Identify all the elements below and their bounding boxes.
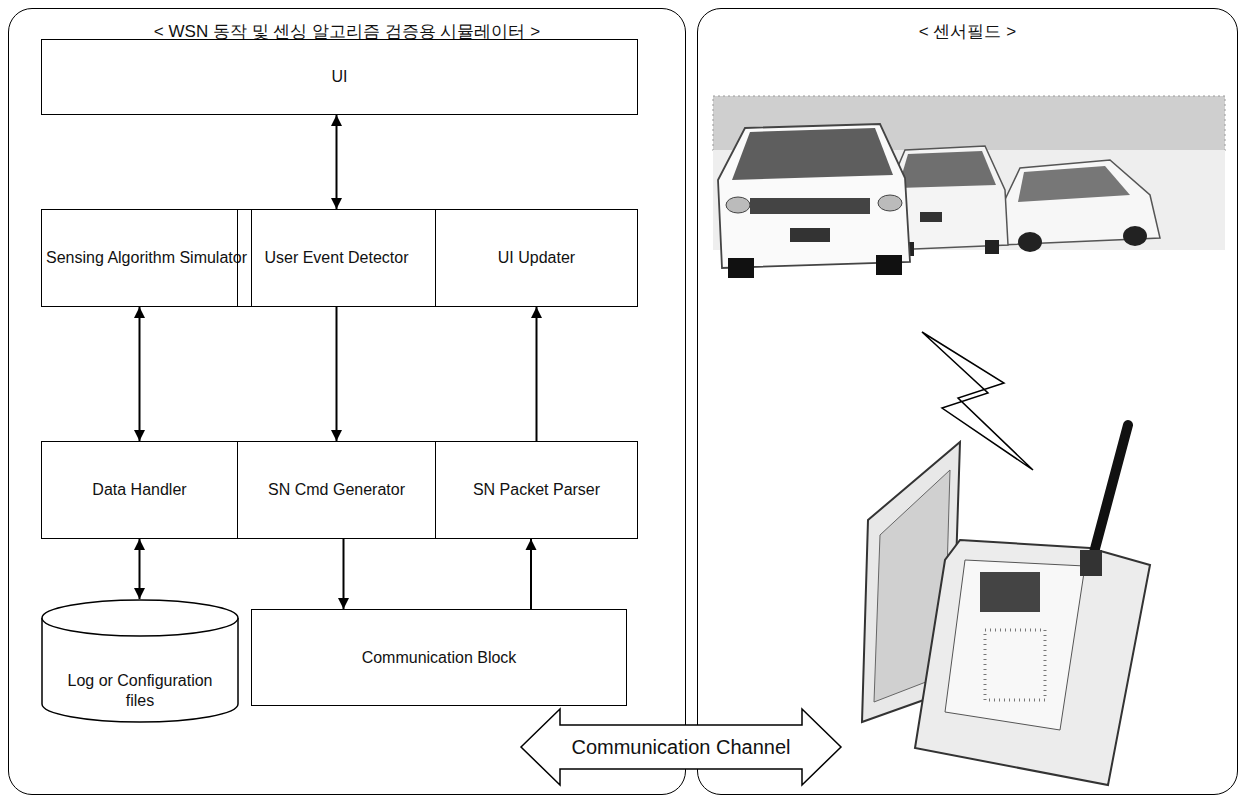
headlight <box>878 195 902 211</box>
sensor-field-panel: < 센서필드 > <box>697 8 1238 795</box>
module-box: SN Packet Parser <box>435 441 638 539</box>
node-label: UI Updater <box>498 248 575 268</box>
node-label: Data Handler <box>92 480 186 500</box>
simulator-panel: < WSN 동작 및 센싱 알고리즘 검증용 시뮬레이터 > UI Sensing … <box>8 8 686 795</box>
car-wheel <box>1123 226 1147 246</box>
enclosure-base <box>915 540 1150 785</box>
flow-arrow <box>536 307 538 441</box>
node-label: User Event Detector <box>264 248 408 268</box>
node-label: UI <box>332 67 348 87</box>
flow-arrow <box>139 539 141 599</box>
ui-box: UI <box>41 39 638 115</box>
node-label: SN Packet Parser <box>473 480 600 500</box>
module-box: Data Handler <box>41 441 238 539</box>
module-box: UI Updater <box>435 209 638 307</box>
node-label: SN Cmd Generator <box>268 480 405 500</box>
channel-double-arrow: Communication Channel <box>520 708 842 786</box>
module-box: User Event Detector <box>237 209 436 307</box>
flow-arrow <box>336 115 338 209</box>
grille <box>750 198 870 214</box>
communication-box: Communication Block <box>251 609 627 706</box>
sensor-node <box>862 425 1150 785</box>
module-box: SN Cmd Generator <box>237 441 436 539</box>
wireless-bolt <box>922 332 1033 470</box>
chip <box>980 572 1040 612</box>
prototype-grid <box>985 630 1045 700</box>
panel-title: < 센서필드 > <box>698 9 1237 42</box>
circuit-board <box>945 560 1085 730</box>
panel-title: < WSN 동작 및 센싱 알고리즘 검증용 시뮬레이터 > <box>9 9 685 42</box>
antenna <box>1092 425 1128 560</box>
headlight <box>726 197 750 213</box>
flow-arrow <box>336 307 338 441</box>
car-wheel <box>728 258 754 278</box>
module-box: Sensing Algorithm Simulator <box>41 209 252 307</box>
node-label: Communication Channel <box>571 735 790 760</box>
flow-arrow <box>530 539 532 609</box>
storage-cylinder: Log or Configuration files <box>41 599 239 737</box>
car-wheel <box>1018 232 1042 252</box>
node-label: Communication Block <box>362 648 517 668</box>
antenna-base <box>1080 550 1102 576</box>
car-wheel <box>876 255 902 275</box>
flow-arrow <box>343 539 345 609</box>
license-plate <box>790 228 830 242</box>
license-plate <box>920 212 942 222</box>
car-wheel <box>985 240 999 254</box>
car-body <box>718 124 910 268</box>
cylinder-top <box>42 600 238 636</box>
car-window <box>898 151 996 188</box>
node-label: Log or Configuration files <box>65 671 215 711</box>
car-body <box>1000 160 1160 245</box>
car <box>1000 160 1160 252</box>
node-label: Sensing Algorithm Simulator <box>46 248 247 268</box>
car <box>718 124 910 278</box>
car-window <box>732 128 893 180</box>
double-arrow <box>521 709 841 785</box>
flow-arrow <box>139 307 141 441</box>
cylinder-outline <box>41 599 239 737</box>
car-window <box>1018 166 1130 202</box>
